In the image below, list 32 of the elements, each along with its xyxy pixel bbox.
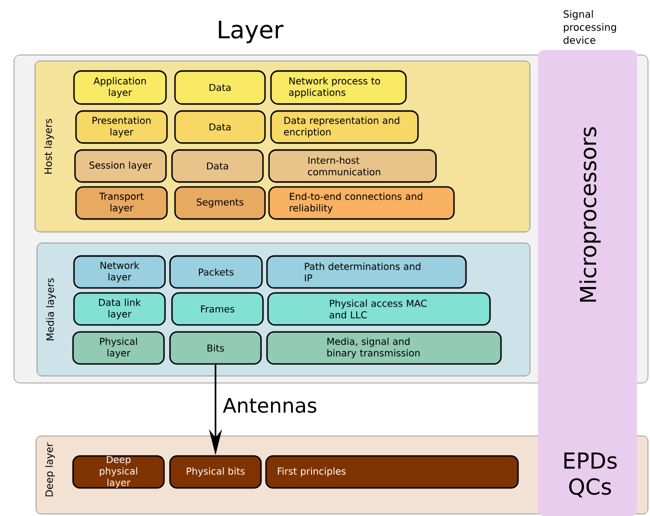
band-heading: Signal processing device bbox=[564, 10, 616, 44]
layer-box: Application layer bbox=[73, 70, 167, 105]
layer-box: Data bbox=[171, 149, 264, 183]
layer-box: Packets bbox=[169, 255, 263, 289]
layer-box: Data link layer bbox=[73, 292, 166, 326]
layer-box: Transport layer bbox=[75, 186, 168, 220]
layer-box: Physical access MAC and LLC bbox=[267, 292, 491, 326]
layer-box: Data representation and encription bbox=[270, 110, 419, 144]
layer-box: Deep physical layer bbox=[72, 455, 165, 489]
group-label: Deep layer bbox=[45, 442, 55, 496]
layer-box: Bits bbox=[169, 331, 262, 365]
band-label: EPDs QCs bbox=[564, 452, 617, 498]
group-label: Media layers bbox=[46, 278, 56, 340]
title: Layer bbox=[218, 20, 284, 44]
layer-box: Physical bits bbox=[169, 455, 262, 489]
layer-box: Data bbox=[174, 110, 266, 144]
layer-box: Media, signal and binary transmission bbox=[266, 331, 502, 365]
layer-box: Presentation layer bbox=[75, 110, 168, 144]
layer-box: Network layer bbox=[73, 255, 166, 289]
layer-box: Frames bbox=[171, 292, 264, 326]
band-label: Microprocessors bbox=[579, 127, 601, 302]
layer-box: End-to-end connections and reliability bbox=[268, 186, 455, 220]
layer-box: Session layer bbox=[74, 149, 167, 183]
layer-box: First principles bbox=[265, 455, 519, 489]
group-label: Host layers bbox=[44, 118, 54, 174]
layer-box: Data bbox=[174, 70, 266, 105]
layer-box: Segments bbox=[174, 186, 266, 220]
edge-label: Antennas bbox=[222, 397, 318, 414]
layer-box: Network process to applications bbox=[270, 70, 407, 105]
layer-box: Path determinations and IP bbox=[266, 255, 467, 289]
layer-box: Intern-host communication bbox=[268, 149, 437, 183]
layer-box: Physical layer bbox=[72, 331, 165, 365]
